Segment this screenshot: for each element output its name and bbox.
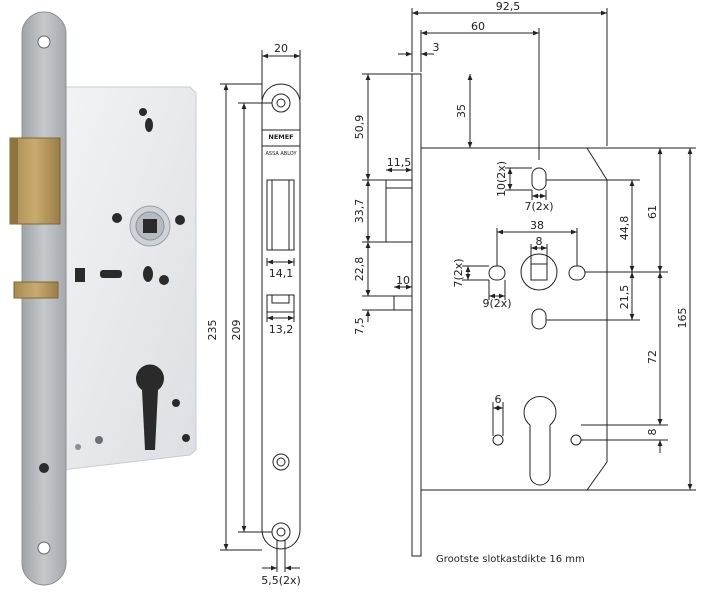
dim-bolt-width: 10 [396, 274, 410, 287]
side-case-outline [421, 147, 608, 491]
dim-top-to-hole: 35 [455, 104, 468, 118]
case-hole-left [112, 213, 122, 223]
dim-61: 61 [646, 205, 659, 219]
dim-plate-thickness: 3 [433, 41, 440, 54]
dim-165: 165 [676, 308, 689, 329]
dim-spindle-square: 8 [536, 235, 543, 248]
brand-logo: NEMEF [268, 133, 293, 141]
dim-depth-total: 92,5 [496, 0, 521, 13]
front-screw-hole-top [271, 93, 291, 113]
side-hole-right [568, 265, 586, 281]
side-latch-bolt [385, 179, 413, 243]
dim-44-8: 44,8 [618, 216, 631, 241]
cylinder-screw-right [182, 434, 190, 442]
dim-spindle-spacing: 38 [530, 219, 544, 232]
brand-sub: ASSA ABLOY [265, 151, 297, 157]
dim-latch-height: 33,7 [353, 199, 366, 224]
case-hole-top [139, 108, 147, 116]
dim-slot-height: 10(2x) [495, 161, 508, 197]
latch-bolt [9, 137, 61, 225]
dim-backset: 60 [471, 20, 485, 33]
dim-cylinder-offset: 8 [646, 429, 659, 436]
side-spindle-square [530, 263, 548, 281]
side-slot-lower [531, 308, 547, 330]
dim-width: 20 [274, 42, 288, 55]
case-hole-right [175, 215, 185, 225]
side-hole-left [488, 265, 506, 281]
side-dead-bolt [393, 295, 413, 311]
side-view-labels: 92,5 60 3 35 50,9 11,5 33,7 22,8 10 7,5 … [353, 0, 689, 565]
dim-side-hole-width: 9(2x) [482, 297, 511, 310]
front-logo-box [261, 129, 301, 147]
faceplate-screw-hole-top [37, 35, 51, 49]
side-latch-bolt-top [385, 179, 413, 189]
front-plate-outline [261, 83, 301, 550]
case-latch-pocket [75, 268, 85, 282]
note-max-case-thickness: Grootste slotkastdikte 16 mm [436, 554, 585, 565]
front-screw-hole-mid-inner [276, 457, 286, 467]
side-cylinder-cutout [523, 396, 557, 486]
cylinder-cutout [136, 364, 164, 450]
front-bolt-inner [271, 295, 290, 304]
side-slot-upper [531, 167, 547, 191]
case-rivet [75, 444, 81, 450]
follower-spindle-square [143, 219, 157, 233]
dim-bolt-slot: 13,2 [269, 323, 294, 336]
dim-latch-slot: 14,1 [269, 267, 294, 280]
side-view-drawing [362, 8, 696, 557]
front-screw-hole-top-inner [276, 98, 286, 108]
dim-21-5: 21,5 [618, 285, 631, 310]
dim-72: 72 [646, 350, 659, 364]
latch-bolt-edge [10, 138, 18, 224]
case-bolt-pocket [100, 270, 122, 278]
dim-screw-hole: 5,5(2x) [261, 574, 301, 587]
dead-bolt [13, 281, 59, 299]
dim-cylinder-hole: 6 [495, 393, 502, 406]
side-cylinder-screw-right [570, 434, 582, 446]
dim-latch-to-bolt: 22,8 [353, 257, 366, 282]
front-view-drawing [220, 50, 301, 572]
front-screw-hole-bottom [271, 522, 291, 542]
side-faceplate [411, 73, 422, 557]
case-hole-side [172, 399, 180, 407]
dim-side-hole-height: 7(2x) [452, 258, 465, 287]
dim-latch-width: 11,5 [387, 156, 412, 169]
case-slot-top [145, 118, 153, 132]
case-slot-lower [143, 266, 153, 282]
dim-top-to-latch: 50,9 [353, 115, 366, 140]
front-screw-hole-bottom-inner [276, 527, 286, 537]
lock-photo [9, 11, 197, 586]
faceplate-screw-hole-mid [39, 463, 49, 473]
dim-total-height: 235 [206, 320, 219, 341]
front-latch-slot [266, 179, 295, 251]
dim-bolt-height: 7,5 [353, 317, 366, 335]
front-view-labels: 20 235 209 NEMEF ASSA ABLOY 14,1 13,2 5,… [206, 42, 301, 587]
faceplate-screw-hole-bottom [37, 541, 51, 555]
dim-slot-width: 7(2x) [524, 200, 553, 213]
side-follower-circle [520, 253, 558, 291]
case-hole-lower-right [159, 275, 169, 285]
front-screw-hole-mid [272, 453, 290, 471]
cylinder-screw-left [95, 436, 103, 444]
dim-screw-distance: 209 [230, 320, 243, 341]
side-cylinder-screw-left [492, 434, 504, 446]
